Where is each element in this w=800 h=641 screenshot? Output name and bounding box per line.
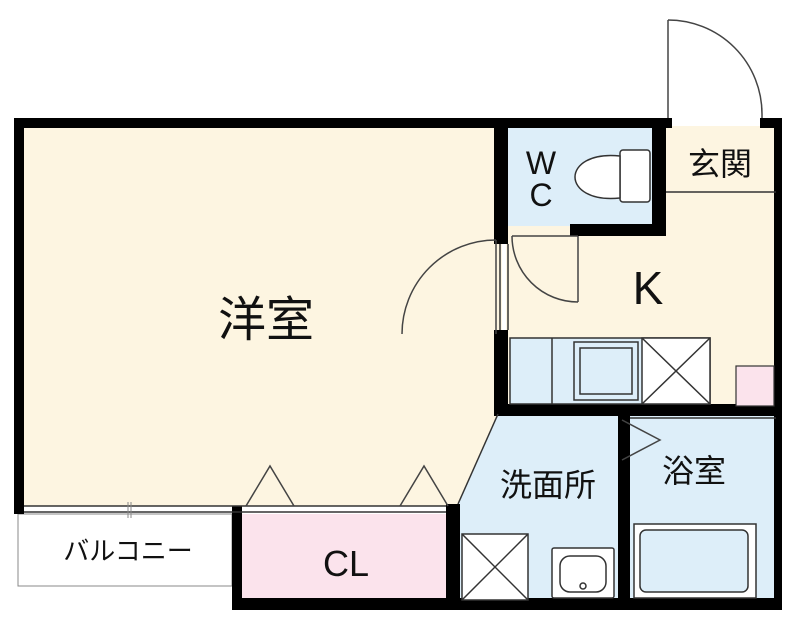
- entrance-label: 玄関: [688, 145, 752, 183]
- balcony-label: バルコニー: [63, 537, 192, 567]
- entrance-floor: [666, 126, 776, 192]
- western-room-floor: [22, 126, 502, 506]
- balcony-rail: [127, 502, 132, 518]
- entry-door: [667, 19, 763, 118]
- western-room-door: [401, 239, 497, 335]
- thin-lines: [24, 191, 776, 513]
- bathroom-door: [621, 419, 662, 461]
- washroom-label: 洗面所: [500, 466, 596, 504]
- kitchen-label: K: [633, 262, 664, 314]
- bathtub-icon: [633, 523, 757, 599]
- refrigerator-space: [735, 365, 775, 407]
- closet-floor: [240, 514, 450, 604]
- washing-machine-space: [461, 533, 529, 601]
- bathroom-label: 浴室: [662, 452, 726, 490]
- balcony-floor: [17, 513, 233, 587]
- kitchen-counter: [509, 337, 711, 405]
- western-room-label: 洋室: [218, 292, 314, 348]
- closet-label: CL: [323, 543, 369, 584]
- closet-doors: [245, 464, 449, 507]
- wc-label-bottom: C: [529, 177, 552, 213]
- wc-label-top: W: [526, 145, 557, 181]
- walls: [14, 118, 782, 610]
- wc-door: [511, 235, 579, 303]
- toilet-icon: [574, 149, 651, 203]
- wash-basin-icon: [551, 547, 615, 599]
